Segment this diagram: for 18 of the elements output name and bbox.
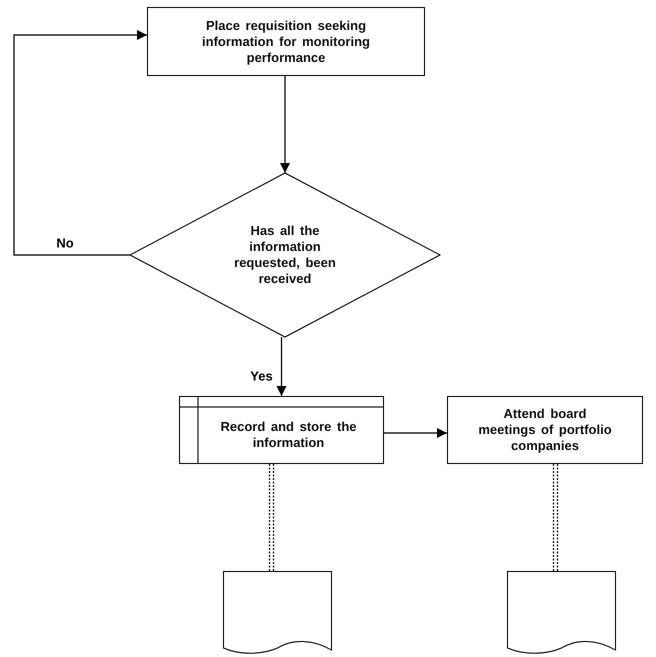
- node-label: Place requisition seeking information for monitoring performance: [201, 18, 371, 66]
- double-dashed-connector: [552, 463, 558, 572]
- edge-label: Yes: [248, 368, 275, 384]
- node-label: Record and store the information: [219, 419, 358, 451]
- record-process-box: [179, 396, 384, 464]
- arrow: [384, 428, 447, 438]
- decision-diamond: [130, 173, 440, 337]
- double-dashed-connector: [268, 463, 274, 572]
- node-label: Has all the information requested, been received: [233, 223, 337, 287]
- process-box: [147, 7, 425, 76]
- edge-label: No: [54, 236, 76, 250]
- node-label: Attend board meetings of portfolio companies: [478, 406, 612, 454]
- arrow: [13, 30, 147, 256]
- arrow: [280, 76, 290, 173]
- document-symbol: [507, 571, 616, 655]
- document-symbol: [223, 571, 332, 655]
- process-box: [447, 396, 643, 464]
- arrow: [276, 337, 286, 396]
